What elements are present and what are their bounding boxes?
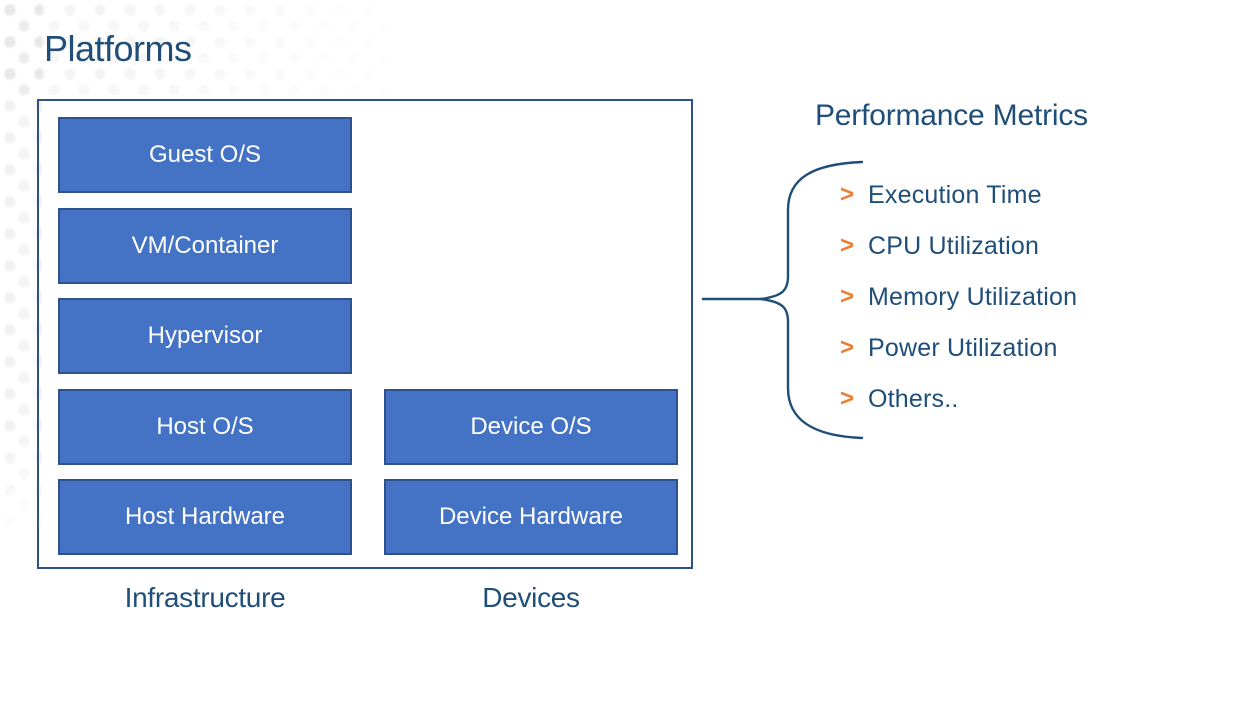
box-label: Device O/S <box>470 413 592 440</box>
chevron-bullet-icon: > <box>840 180 855 208</box>
box-device-hardware: Device Hardware <box>384 479 678 555</box>
curly-brace <box>760 160 864 440</box>
box-label: Device Hardware <box>438 503 624 530</box>
box-vm-container: VM/Container <box>58 208 352 284</box>
list-item: > Power Utilization <box>840 323 1200 374</box>
box-label: Guest O/S <box>148 141 262 168</box>
metrics-heading: Performance Metrics <box>815 99 1088 132</box>
column-label-infrastructure: Infrastructure <box>124 582 286 613</box>
metric-label: Execution Time <box>868 181 1042 209</box>
metric-label: Memory Utilization <box>868 283 1078 311</box>
list-item: > Others.. <box>840 374 1200 425</box>
list-item: > Execution Time <box>840 170 1200 221</box>
metric-label: CPU Utilization <box>868 232 1040 260</box>
chevron-bullet-icon: > <box>840 282 855 310</box>
box-label: VM/Container <box>131 232 279 259</box>
list-item: > CPU Utilization <box>840 221 1200 272</box>
dot-texture-left <box>0 0 42 545</box>
metric-label: Others.. <box>868 385 959 413</box>
box-guest-os: Guest O/S <box>58 117 352 193</box>
box-label: Host Hardware <box>124 503 286 530</box>
platforms-frame <box>37 99 693 569</box>
page-title: Platforms <box>44 28 192 69</box>
chevron-bullet-icon: > <box>840 384 855 412</box>
box-host-os: Host O/S <box>58 389 352 465</box>
chevron-bullet-icon: > <box>840 231 855 259</box>
metric-label: Power Utilization <box>868 334 1058 362</box>
column-label-devices: Devices <box>482 582 580 613</box>
box-device-os: Device O/S <box>384 389 678 465</box>
metrics-list: > Execution Time > CPU Utilization > Mem… <box>840 170 1200 425</box>
chevron-bullet-icon: > <box>840 333 855 361</box>
box-host-hardware: Host Hardware <box>58 479 352 555</box>
box-hypervisor: Hypervisor <box>58 298 352 374</box>
box-label: Hypervisor <box>147 322 263 349</box>
box-label: Host O/S <box>156 413 254 440</box>
brace-connector <box>701 160 864 440</box>
list-item: > Memory Utilization <box>840 272 1200 323</box>
